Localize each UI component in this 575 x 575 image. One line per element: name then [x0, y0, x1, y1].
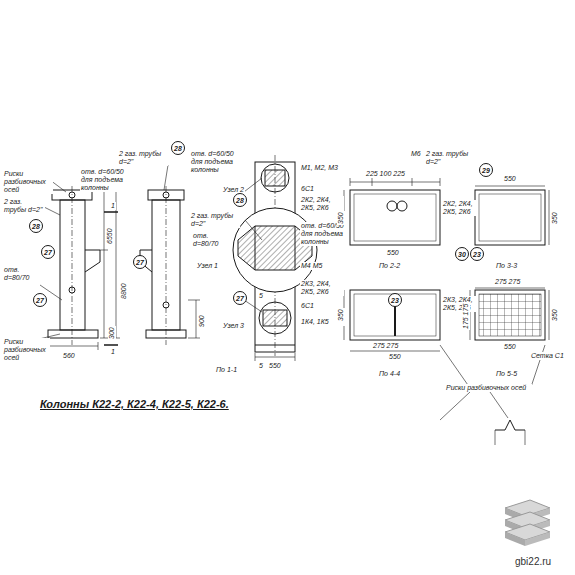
drawing-label: отв. d=60/50 для подъема колонны — [300, 222, 347, 246]
callout-number: 27 — [136, 259, 144, 266]
drawing-label: 2К2, 2К4, 2К5, 2К6 — [442, 200, 478, 216]
drawing-label: 900 — [198, 314, 206, 328]
drawing-label: Узел 1 — [196, 262, 219, 270]
drawing-label: 275 275 — [372, 342, 399, 350]
callout-number: 28 — [32, 223, 40, 230]
drawing-label: 5 — [258, 362, 264, 370]
drawing-label: 2 газ. трубы d=2" — [3, 198, 45, 214]
callout-number: 28 — [174, 145, 182, 152]
drawing-label: 550 — [503, 343, 517, 351]
drawing-title: Колонны К22-2, К22-4, К22-5, К22-6. — [40, 398, 229, 410]
drawing-label: отв. d=60/50 для подъема колонны — [190, 150, 247, 174]
site-logo — [505, 500, 550, 546]
drawing-label: 350 — [337, 308, 345, 322]
callout-number: 27 — [236, 295, 244, 302]
callout-number: 30 — [458, 251, 466, 258]
drawing-label: По 4-4 — [378, 370, 401, 378]
drawing-label: По 2-2 — [378, 262, 401, 270]
drawing-label: 1 — [110, 348, 116, 356]
drawing-label: 350 — [551, 308, 559, 322]
drawing-label: М4 М5 — [300, 262, 323, 270]
drawing-label: 2 газ. трубы d=2" — [118, 150, 168, 166]
drawing-label: 550 — [268, 362, 282, 370]
drawing-label: 6С1 — [300, 302, 315, 310]
drawing-label: 2К3, 2К4, 2К5, 2К6 — [442, 296, 478, 312]
drawing-label: М6 — [410, 150, 422, 158]
drawing-label: По 5-5 — [495, 370, 518, 378]
callout-number: 23 — [391, 297, 399, 304]
drawing-label: 2К3, 2К4, 2К5, 2К6 — [300, 280, 344, 296]
callout-circle: 28 — [233, 193, 247, 207]
drawing-label: 550 — [388, 353, 402, 361]
drawing-label: Узел 3 — [222, 322, 245, 330]
drawing-label: 300 — [108, 326, 116, 340]
drawing-label: 1 — [110, 202, 116, 210]
drawing-label: Сетка С1 — [530, 352, 565, 360]
drawing-label: Риски разбивочных осей — [3, 170, 53, 194]
drawing-label: отв. d=80/70 — [192, 232, 232, 248]
callout-number: 27 — [44, 249, 52, 256]
callout-circle: 23 — [388, 293, 402, 307]
drawing-label: 5 — [258, 292, 264, 300]
callout-circle: 27 — [33, 293, 47, 307]
callout-circle: 23 — [470, 247, 484, 261]
callout-number: 29 — [482, 167, 490, 174]
drawing-label: 560 — [62, 352, 76, 360]
drawing-label: По 1-1 — [215, 366, 238, 374]
drawing-label: 225 100 225 — [365, 170, 406, 178]
callout-number: 23 — [473, 251, 481, 258]
drawing-label: 175 175 — [462, 303, 470, 330]
drawing-label: отв. d=80/70 — [3, 266, 45, 282]
callout-circle: 29 — [479, 163, 493, 177]
drawing-label: отв. d=60/50 для подъема колонны — [80, 168, 134, 192]
drawing-label: 6550 — [106, 227, 114, 245]
drawing-label: 8800 — [120, 282, 128, 300]
callout-number: 28 — [236, 197, 244, 204]
callout-circle: 27 — [233, 291, 247, 305]
drawing-label: 550 — [503, 175, 517, 183]
drawing-label: М1, М2, М3 — [300, 164, 347, 172]
callout-circle: 27 — [41, 245, 55, 259]
callout-circle: 30 — [455, 247, 469, 261]
drawing-label: 6С1 — [300, 185, 315, 193]
drawing-label: 2К2, 2К4, 2К5, 2К6 — [300, 196, 344, 212]
drawing-label: Риски разбивочных осей — [3, 338, 50, 362]
watermark: gbi22.ru — [514, 556, 552, 568]
callout-circle: 27 — [133, 255, 147, 269]
drawing-label: 2 газ. трубы d=2" — [190, 212, 240, 228]
drawing-label: 550 — [386, 249, 400, 257]
drawing-label: 275 275 — [494, 278, 521, 286]
drawing-label: 350 — [337, 211, 345, 225]
callout-number: 27 — [36, 297, 44, 304]
callout-circle: 28 — [171, 141, 185, 155]
drawing-label: 350 — [551, 211, 559, 225]
drawing-label: Риски разбивочных осей — [445, 384, 532, 392]
drawing-label: 2 газ. трубы d=2" — [425, 150, 472, 166]
drawing-label: По 3-3 — [495, 262, 518, 270]
callout-circle: 28 — [29, 219, 43, 233]
